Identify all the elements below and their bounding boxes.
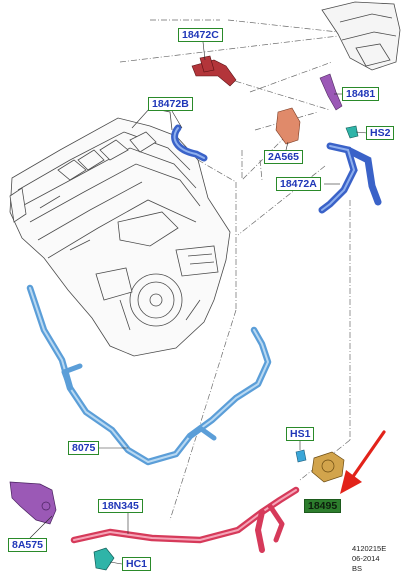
assembly-guide-lines (119, 19, 351, 521)
callout-HS1: HS1 (286, 427, 315, 441)
callout-2A565: 2A565 (264, 150, 303, 164)
callout-18472B: 18472B (148, 97, 193, 111)
transmission-housing (321, 1, 401, 71)
drawing-code: BS (352, 564, 363, 573)
valve-18495 (311, 451, 345, 483)
fitting-8A575 (9, 481, 57, 525)
part-HS1 (295, 449, 307, 463)
callout-18N345: 18N345 (98, 499, 143, 513)
pointer-arrow (340, 430, 386, 494)
bracket-2A565 (275, 107, 301, 145)
connector-18472C (191, 55, 237, 87)
drawing-date: 06-2014 (352, 554, 380, 563)
clip-HC1 (93, 547, 115, 571)
hose-18472A (318, 142, 382, 214)
hose-18N345 (70, 486, 300, 553)
engine-block (9, 107, 231, 357)
callout-8075: 8075 (68, 441, 100, 455)
callout-18472A: 18472A (276, 177, 321, 191)
callout-18495: 18495 (304, 499, 342, 513)
callout-8A575: 8A575 (8, 538, 47, 552)
leader-lines (29, 41, 368, 565)
callout-HS2: HS2 (366, 126, 395, 140)
callout-HC1: HC1 (122, 557, 152, 571)
callout-18481: 18481 (342, 87, 380, 101)
hose-8075 (26, 284, 272, 466)
clip-HS2 (345, 125, 359, 139)
callout-18472C: 18472C (178, 28, 223, 42)
bracket-18481 (319, 73, 343, 111)
drawing-number: 4120215E (352, 544, 387, 553)
